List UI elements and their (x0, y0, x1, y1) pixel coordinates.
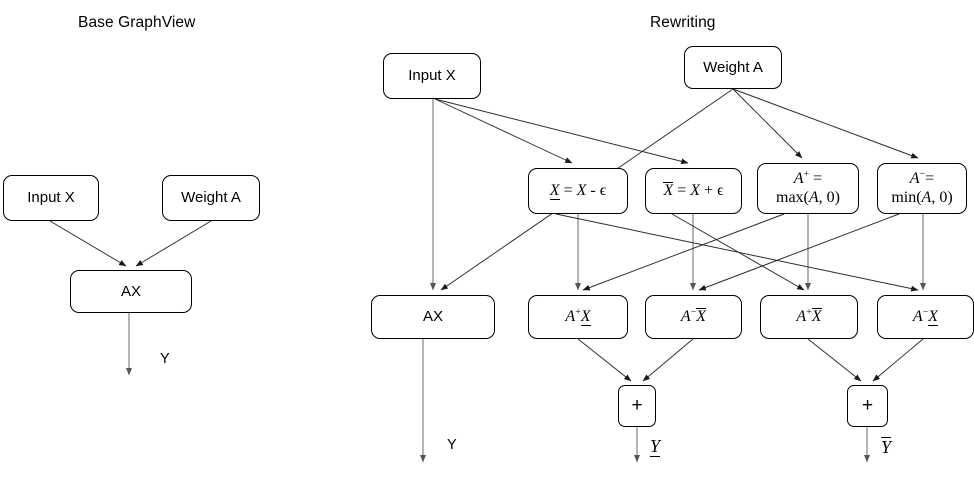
node-rw-aminus-xupper[interactable]: A−X (645, 295, 742, 339)
node-rw-weight-a[interactable]: Weight A (684, 46, 782, 89)
panel-title-base: Base GraphView (78, 14, 196, 31)
formula-x-lower: X = X - ϵ (549, 181, 607, 201)
edge-weighta-to-aminus (732, 88, 919, 159)
node-rw-aminus-xlower[interactable]: A−X (877, 295, 974, 339)
formula-aplus-xlower: A+X (565, 306, 591, 327)
equals-glyph: = (925, 169, 935, 187)
label-rw-output-y-lower: Y (650, 436, 661, 457)
epsilon-glyph: ϵ (599, 181, 607, 199)
label-rw-output-y: Y (447, 437, 457, 453)
node-rw-ax[interactable]: AX (371, 295, 495, 339)
x-underline-glyph: X (549, 181, 560, 201)
equals-glyph: = (677, 181, 691, 199)
panel-title-rewriting: Rewriting (650, 14, 716, 31)
node-rw-aplus-xupper[interactable]: A+X (760, 295, 858, 339)
x-underline-glyph: X (928, 307, 939, 327)
comma-zero-glyph: , 0) (818, 188, 840, 206)
node-base-ax[interactable]: AX (70, 270, 192, 313)
x-overline-glyph: X (663, 181, 674, 199)
edge-inputx-to-xlower (434, 98, 573, 164)
comma-zero-glyph: , 0) (931, 188, 953, 206)
a-glyph: A (565, 307, 576, 325)
formula-aminus-xlower: A−X (912, 306, 939, 327)
formula-a-plus-body: max(A, 0) (776, 189, 840, 208)
a-glyph: A (808, 188, 819, 206)
x-overline-glyph: X (696, 307, 707, 325)
node-rw-x-upper[interactable]: X = X + ϵ (645, 168, 742, 214)
label-rw-output-y-upper: Y (881, 437, 892, 458)
node-rw-x-lower[interactable]: X = X - ϵ (528, 168, 628, 214)
edge-inputx-to-xupper (434, 98, 689, 165)
minus-superscript-glyph: − (922, 306, 929, 318)
edge-aplus-to-apxlow (582, 213, 785, 291)
a-glyph: A (793, 169, 804, 187)
edge-base-weighta-to-ax (135, 220, 212, 267)
plus-superscript-glyph: + (806, 306, 812, 318)
minus-superscript-glyph: − (919, 168, 926, 180)
x-glyph: X (576, 181, 587, 199)
edge-base-inputx-to-ax (49, 220, 127, 267)
edge-amxlow-to-plusupper (872, 338, 924, 382)
formula-a-plus-head: A+ = (793, 168, 823, 189)
node-rw-plus-lower[interactable]: + (618, 385, 656, 427)
a-glyph: A (912, 307, 923, 325)
node-rw-aplus-xlower[interactable]: A+X (528, 295, 628, 339)
node-base-weight-a[interactable]: Weight A (162, 175, 260, 221)
plus-glyph: + (704, 181, 718, 199)
edge-weighta-to-aplus (732, 88, 803, 159)
y-underline-glyph: Y (650, 436, 661, 457)
formula-aplus-xupper: A+X (796, 306, 822, 327)
edge-aminus-to-amxup (698, 213, 900, 291)
formula-aminus-xupper: A−X (680, 306, 707, 327)
minus-superscript-glyph: − (690, 306, 697, 318)
max-glyph: max( (776, 188, 809, 206)
min-glyph: min( (891, 188, 922, 206)
minus-glyph: - (590, 181, 600, 199)
plus-superscript-glyph: + (575, 306, 581, 318)
edge-apxup-to-plusupper (807, 338, 862, 382)
x-overline-glyph: X (811, 307, 822, 325)
node-rw-a-plus[interactable]: A+ = max(A, 0) (757, 163, 859, 214)
plus-superscript-glyph: + (803, 168, 810, 180)
edge-xlower-to-amxlow (555, 213, 919, 292)
equals-glyph: = (813, 169, 823, 187)
y-overline-glyph: Y (881, 437, 892, 457)
a-glyph: A (921, 188, 932, 206)
formula-x-upper: X = X + ϵ (663, 181, 724, 201)
epsilon-glyph: ϵ (717, 181, 724, 199)
edge-apxlow-to-pluslower (577, 338, 632, 382)
edge-xupper-to-apxup (671, 213, 805, 291)
node-base-input-x[interactable]: Input X (3, 175, 99, 221)
node-rw-a-minus[interactable]: A−= min(A, 0) (877, 163, 967, 214)
edge-amxup-to-pluslower (642, 338, 694, 382)
formula-a-minus-head: A−= (909, 168, 935, 189)
a-glyph: A (796, 307, 807, 325)
label-base-output-y: Y (160, 351, 170, 367)
node-rw-plus-upper[interactable]: + (847, 385, 888, 427)
x-underline-glyph: X (580, 307, 591, 327)
x-glyph: X (690, 181, 701, 199)
formula-a-minus-body: min(A, 0) (891, 189, 952, 208)
equals-glyph: = (563, 181, 577, 199)
a-glyph: A (909, 169, 920, 187)
node-rw-input-x[interactable]: Input X (383, 53, 481, 99)
a-glyph: A (680, 307, 691, 325)
